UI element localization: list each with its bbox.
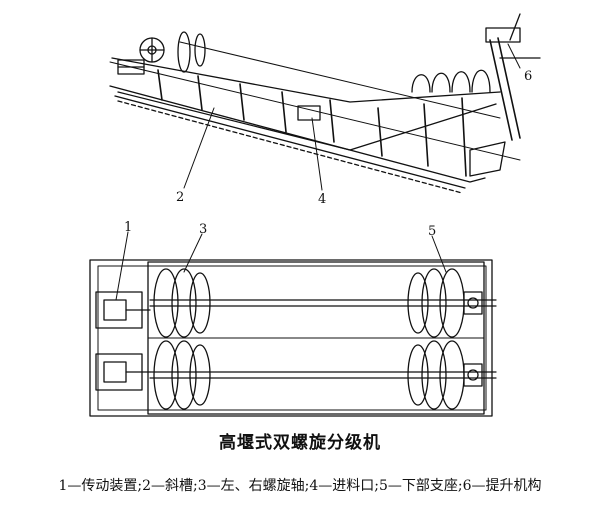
trough-floor-line	[117, 100, 463, 194]
leader-5	[431, 235, 447, 273]
spiral-blades-right	[407, 268, 465, 410]
trough-bottom-edge	[109, 85, 486, 183]
figure-legend: 1—传动装置;2—斜槽;3—左、右螺旋轴;4—进料口;5—下部支座;6—提升机构	[58, 478, 542, 494]
leader-1	[115, 231, 129, 301]
side-view: 2 4 6	[109, 13, 541, 207]
lifting-mechanism	[469, 13, 541, 177]
spiral-blades-left	[153, 268, 211, 410]
callout-1: 1	[124, 220, 132, 235]
leader-6	[507, 43, 521, 69]
trough-bottom-line	[114, 95, 466, 189]
screw-shaft-line	[109, 61, 521, 161]
trough-inner-edge	[117, 91, 497, 151]
plan-frame	[89, 259, 493, 417]
drive-unit-side	[117, 31, 206, 75]
callout-2: 2	[176, 190, 184, 205]
screw-shaft-line-2	[179, 41, 501, 119]
leader-4	[311, 117, 323, 191]
drive-unit-plan	[95, 291, 151, 391]
leader-2	[183, 107, 215, 189]
spiral-blades-side	[411, 69, 491, 93]
trough-top-edge	[111, 57, 501, 103]
leader-3	[183, 233, 203, 273]
feed-inlet	[297, 105, 321, 121]
lower-supports	[463, 291, 483, 387]
callout-4: 4	[318, 192, 326, 207]
plan-frame-inner	[97, 265, 487, 411]
plan-view: 1 3 5	[89, 220, 497, 417]
figure-title: 高堰式双螺旋分级机	[219, 433, 381, 453]
screw-shafts-plan	[149, 299, 497, 379]
trough-posts	[157, 69, 467, 177]
callout-6: 6	[524, 69, 532, 84]
callout-5: 5	[428, 224, 436, 239]
callout-3: 3	[199, 222, 207, 237]
